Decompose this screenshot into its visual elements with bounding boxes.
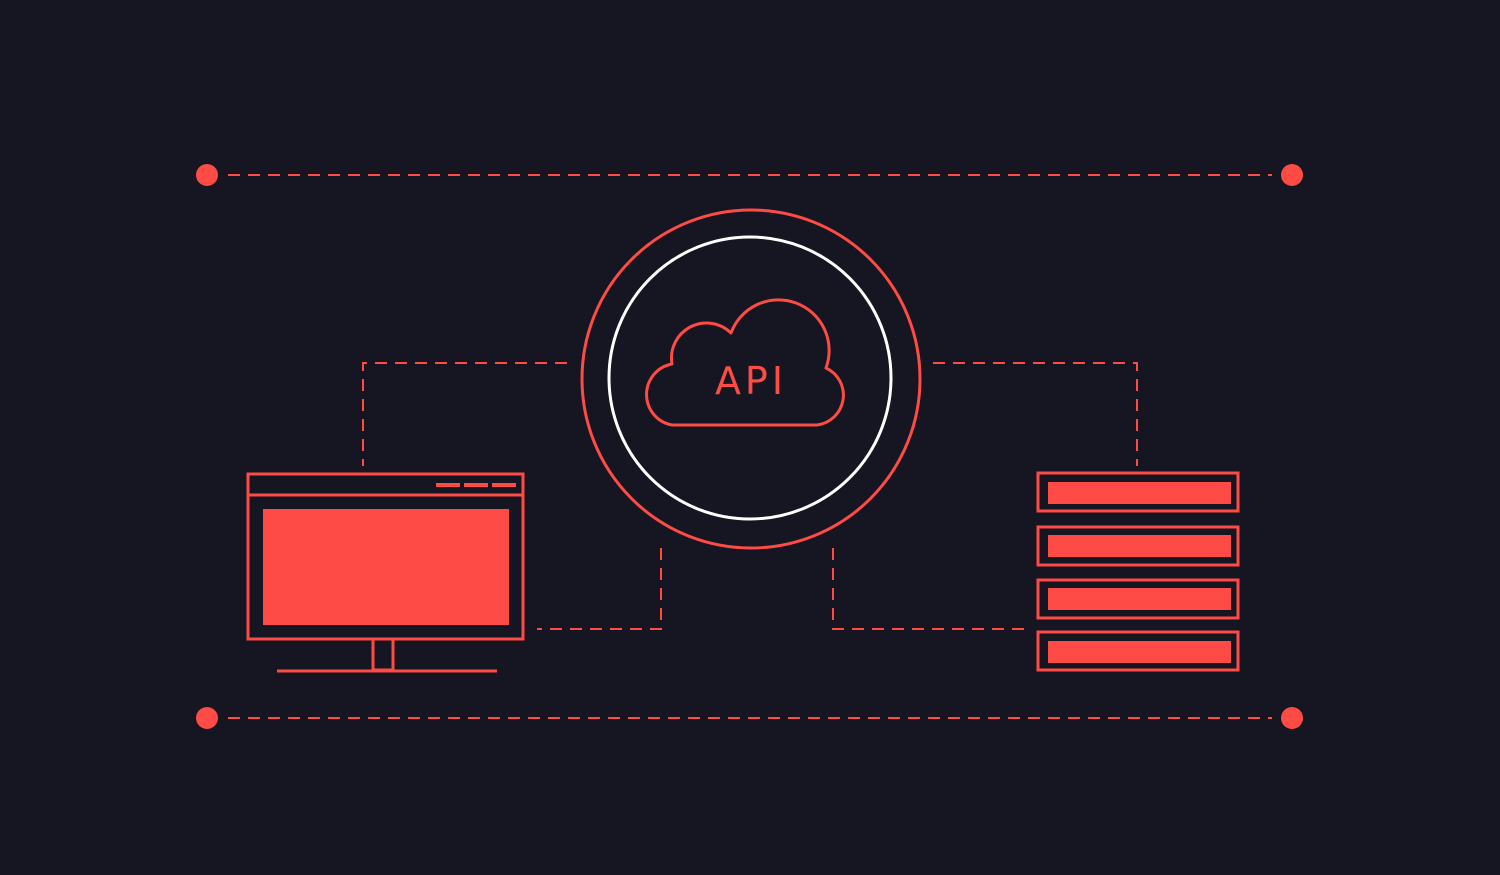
- server-unit-3: [1036, 578, 1240, 620]
- monitor-stand-neck: [371, 637, 395, 672]
- server-unit-4: [1036, 630, 1240, 672]
- api-hub: API: [580, 208, 922, 550]
- connector-client-upper: [362, 362, 567, 466]
- cloud-icon: [645, 298, 845, 427]
- window-control-2: [464, 483, 488, 487]
- connector-server-lower: [832, 548, 1027, 630]
- connector-server-upper: [933, 362, 1138, 466]
- top-right-dot: [1281, 164, 1303, 186]
- bottom-rail: [196, 707, 1303, 729]
- connectors: [362, 362, 1138, 630]
- server-unit-2: [1036, 525, 1240, 567]
- monitor-screen: [263, 509, 509, 625]
- window-control-3: [492, 483, 516, 487]
- top-left-dot: [196, 164, 218, 186]
- server-unit-1: [1036, 471, 1240, 513]
- desktop-monitor-icon: [246, 472, 525, 673]
- window-control-1: [436, 483, 460, 487]
- api-label: API: [715, 359, 787, 403]
- outer-ring: [580, 208, 922, 550]
- bottom-left-dot: [196, 707, 218, 729]
- top-rail: [196, 164, 1303, 186]
- server-rack-icon: [1036, 471, 1240, 672]
- bottom-right-dot: [1281, 707, 1303, 729]
- connector-client-lower: [537, 548, 662, 630]
- inner-ring: [607, 235, 893, 521]
